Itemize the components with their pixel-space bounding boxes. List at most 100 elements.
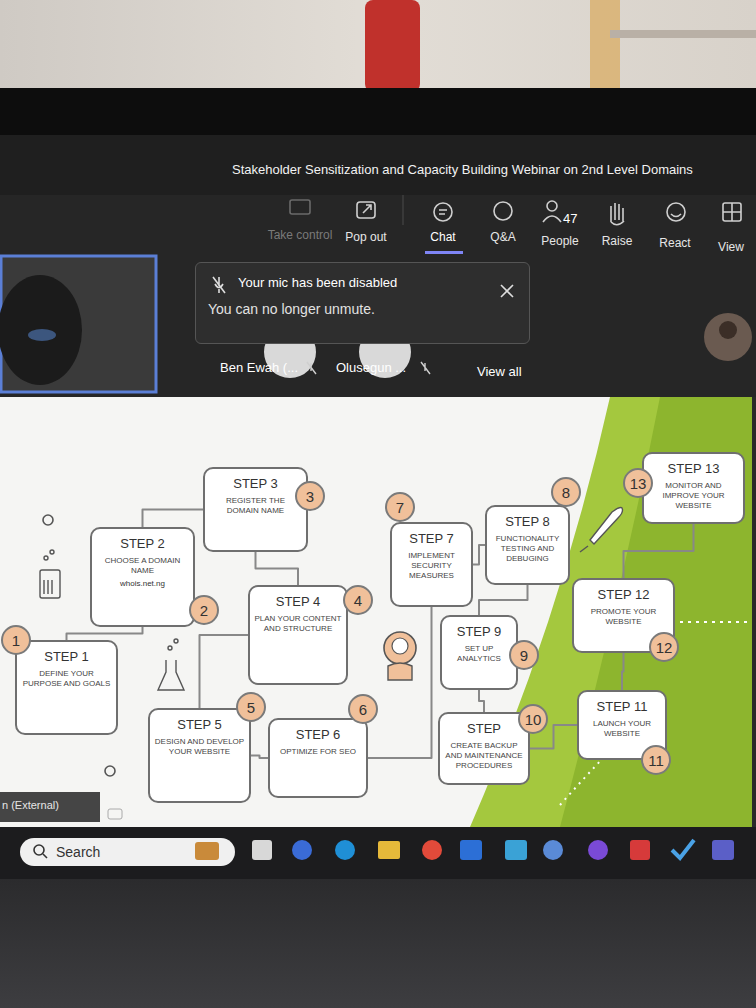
raise-hand-icon xyxy=(611,203,624,225)
step-box: STEP 6OPTIMIZE FOR SEO xyxy=(268,718,368,798)
take-control-icon xyxy=(290,200,310,214)
red-chair xyxy=(365,0,420,92)
step-box: STEP 3REGISTER THE DOMAIN NAME xyxy=(203,467,308,552)
step-description: DEFINE YOUR PURPOSE AND GOALS xyxy=(21,669,112,689)
toolbar-label: View xyxy=(718,240,744,254)
slide-background xyxy=(0,397,752,827)
participant-silhouette xyxy=(0,275,82,385)
taskbar-icon xyxy=(505,840,527,860)
step-box: STEP 2CHOOSE A DOMAIN NAMEwhois.net.ng xyxy=(90,527,195,627)
taskbar-icon xyxy=(460,840,482,860)
taskbar-icon xyxy=(252,840,272,860)
taskbar-icon xyxy=(588,840,608,860)
presenter-avatar xyxy=(704,313,752,361)
step-description: SET UP ANALYTICS xyxy=(446,644,512,664)
beaker-marks xyxy=(44,580,52,594)
taskbar-icon xyxy=(712,840,734,860)
step-box: STEP 5DESIGN AND DEVELOP YOUR WEBSITE xyxy=(148,708,251,803)
callout-number: 8 xyxy=(551,477,581,507)
view-icon xyxy=(723,203,741,221)
astronaut-helmet xyxy=(384,632,416,664)
step-heading: STEP 7 xyxy=(409,531,454,547)
search-icon xyxy=(34,845,44,855)
view-all-link: View all xyxy=(477,364,522,379)
step-box: STEP 7IMPLEMENT SECURITY MEASURES xyxy=(390,522,473,607)
path-connector xyxy=(479,690,484,712)
path-connector xyxy=(256,552,299,585)
step-heading: STEP 1 xyxy=(44,649,89,665)
taskbar-icon xyxy=(378,841,400,859)
screen-bezel xyxy=(0,88,756,138)
callout-number: 11 xyxy=(641,745,671,775)
bubble xyxy=(50,550,54,554)
toolbar-icons xyxy=(290,200,741,225)
step-heading: STEP 8 xyxy=(505,514,550,530)
search-placeholder: Search xyxy=(56,844,100,860)
camera-icon xyxy=(108,809,122,819)
toolbar-label: People xyxy=(541,234,578,248)
step-description: FUNCTIONALITY TESTING AND DEBUGING xyxy=(491,534,564,564)
toolbar-label: Q&A xyxy=(490,230,515,244)
step-description: PROMOTE YOUR WEBSITE xyxy=(578,607,669,627)
step-description: OPTIMIZE FOR SEO xyxy=(280,747,356,757)
callout-number: 10 xyxy=(518,704,548,734)
callout-number: 4 xyxy=(343,585,373,615)
path-connector xyxy=(368,607,432,758)
window-title: Stakeholder Sensitization and Capacity B… xyxy=(232,162,752,177)
people-icon xyxy=(547,201,557,211)
close-icon xyxy=(499,283,515,299)
callout-number: 13 xyxy=(623,468,653,498)
path-connector xyxy=(622,653,624,690)
participant-name: Olusegun ... xyxy=(336,360,406,375)
rocket xyxy=(580,508,623,553)
notification-box: Your mic has been disabledYou can no lon… xyxy=(195,262,530,344)
chat-lines xyxy=(439,210,447,214)
step-heading: STEP 3 xyxy=(233,476,278,492)
participant-name: Ben Ewah (... xyxy=(220,360,298,375)
taskbar xyxy=(0,827,756,879)
beaker-body xyxy=(40,570,60,598)
presenter-face xyxy=(719,321,737,339)
astronaut-visor xyxy=(392,638,408,654)
path-connector xyxy=(473,545,485,565)
step-description: MONITOR AND IMPROVE YOUR WEBSITE xyxy=(648,481,739,511)
callout-number: 7 xyxy=(385,492,415,522)
participant-glasses xyxy=(28,329,56,341)
notification-heading: Your mic has been disabled xyxy=(238,275,489,292)
react-icon xyxy=(667,203,685,221)
room-wall xyxy=(0,0,756,95)
step-heading: STEP 13 xyxy=(668,461,720,477)
flask-body xyxy=(158,660,184,690)
step-description: LAUNCH YOUR WEBSITE xyxy=(583,719,661,739)
bubble xyxy=(174,639,178,643)
toolbar-label: Raise xyxy=(602,234,633,248)
view-grid xyxy=(723,203,741,221)
step-box: STEP 8 FUNCTIONALITY TESTING AND DEBUGING xyxy=(485,505,570,585)
callout-number: 3 xyxy=(295,481,325,511)
path-connector xyxy=(479,585,528,615)
toolbar-label: Take control xyxy=(268,228,333,242)
step-heading: STEP xyxy=(467,721,501,737)
callout-number: 6 xyxy=(348,694,378,724)
path-connector xyxy=(624,524,694,578)
path-connector xyxy=(67,627,143,640)
pop-out-icon xyxy=(357,202,375,218)
callout-number: 5 xyxy=(236,692,266,722)
step-heading: STEP 4 xyxy=(276,594,321,610)
notification-body: You can no longer unmute. xyxy=(208,300,489,318)
step-heading: STEP 5 xyxy=(177,717,222,733)
flask xyxy=(158,639,184,690)
taskbar-icon xyxy=(335,840,355,860)
taskbar-icon xyxy=(672,840,694,858)
taskbar-icon xyxy=(543,840,563,860)
mic-off-icon xyxy=(421,362,430,374)
step-heading: STEP 9 xyxy=(457,624,502,640)
participant-bar xyxy=(0,792,100,822)
bubble xyxy=(44,556,48,560)
search-box xyxy=(20,838,235,866)
deco-circle xyxy=(43,515,53,525)
mic-off-icon xyxy=(210,275,228,295)
participant-tag: n (External) xyxy=(2,799,59,811)
step-heading: STEP 12 xyxy=(598,587,650,603)
teams-header xyxy=(0,135,756,397)
